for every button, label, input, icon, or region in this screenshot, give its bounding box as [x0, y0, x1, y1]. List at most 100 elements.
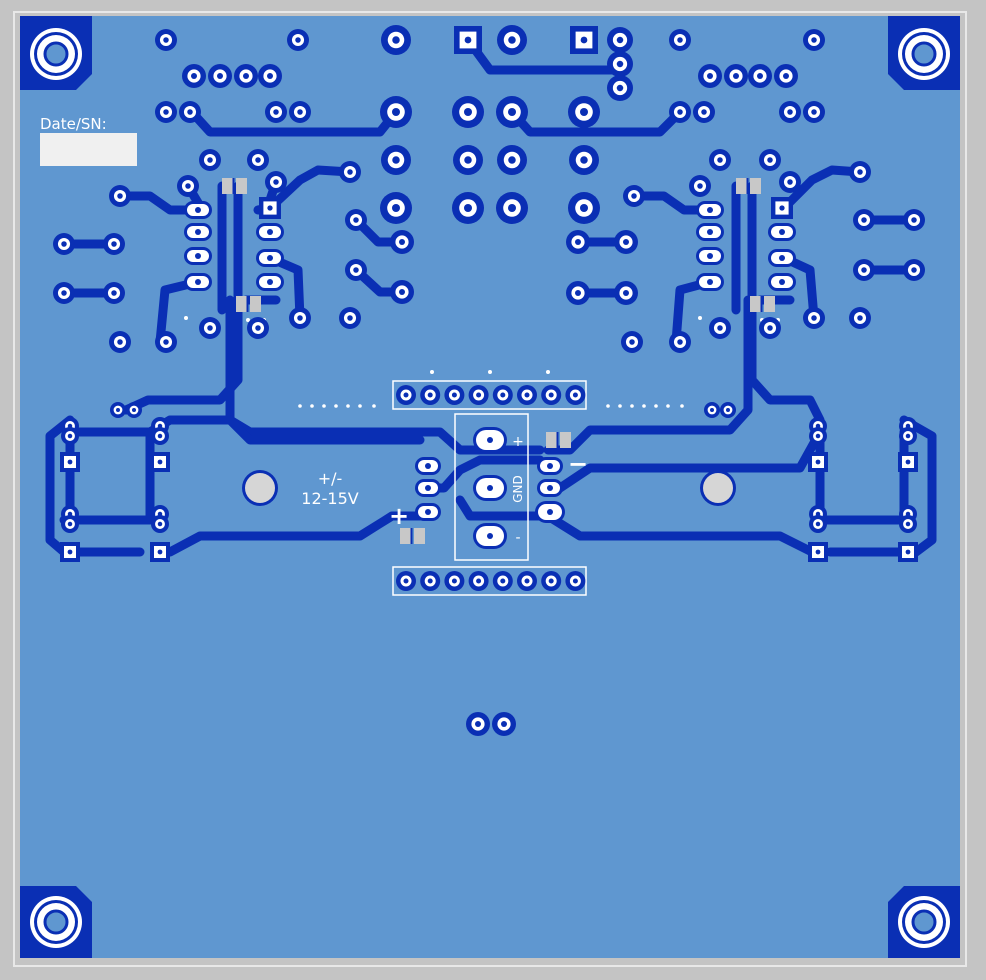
pad-hole	[255, 325, 261, 331]
pad-hole	[779, 279, 785, 285]
pad-hole	[857, 315, 863, 321]
pad-hole	[726, 408, 730, 412]
pad-hole	[111, 241, 117, 247]
pad-hole	[392, 36, 400, 44]
pad-hole	[157, 521, 163, 527]
pad-hole	[476, 392, 482, 398]
pad-hole	[207, 325, 213, 331]
smd-resistor-pad[interactable]	[250, 296, 261, 312]
date-sn-write-box[interactable]	[40, 133, 137, 166]
mounting-hole-bottom-left[interactable]	[30, 896, 82, 948]
smd-resistor-pad[interactable]	[236, 178, 247, 194]
pad-hole	[710, 408, 714, 412]
pad-hole	[787, 109, 793, 115]
top-header-outline	[392, 380, 587, 410]
pad-hole	[707, 253, 713, 259]
pad-hole	[500, 392, 506, 398]
smd-resistor-pad[interactable]	[764, 296, 775, 312]
pad-hole	[267, 255, 273, 261]
pad-hole	[767, 325, 773, 331]
mounting-holes	[30, 28, 950, 948]
pad-hole	[425, 485, 431, 491]
smd-resistor-pad[interactable]	[750, 178, 761, 194]
pad-hole	[905, 549, 911, 555]
pad-hole	[267, 73, 273, 79]
smd-cap-pad[interactable]	[400, 528, 411, 544]
smd-resistor-pad[interactable]	[222, 178, 233, 194]
smd-resistor-pad[interactable]	[736, 178, 747, 194]
pad-hole	[195, 207, 201, 213]
pad-hole	[861, 267, 867, 273]
pad-hole	[163, 37, 169, 43]
pad-hole	[464, 108, 472, 116]
pad-hole	[508, 36, 516, 44]
pad-hole	[476, 578, 482, 584]
pad-hole	[464, 36, 472, 44]
pad-hole	[580, 156, 588, 164]
pad-hole	[427, 392, 433, 398]
pad-hole	[707, 207, 713, 213]
pad-hole	[117, 339, 123, 345]
pad-hole	[353, 217, 359, 223]
pad-hole	[779, 229, 785, 235]
smd-cap-pad[interactable]	[546, 432, 557, 448]
mounting-hole-bottom-right[interactable]	[898, 896, 950, 948]
smd-resistor-pad[interactable]	[750, 296, 761, 312]
pad-hole	[572, 578, 578, 584]
pad-hole	[707, 73, 713, 79]
pad-hole	[243, 73, 249, 79]
pad-hole	[580, 36, 588, 44]
pad-hole	[117, 193, 123, 199]
pad-hole	[267, 229, 273, 235]
pad-hole	[572, 392, 578, 398]
pad-hole	[623, 239, 629, 245]
pad-hole	[353, 267, 359, 273]
smd-resistor-pad[interactable]	[236, 296, 247, 312]
pad-hole	[815, 521, 821, 527]
pad-hole	[905, 433, 911, 439]
pad-hole	[295, 37, 301, 43]
pad-hole	[157, 459, 163, 465]
pad-hole	[487, 485, 493, 491]
cap-minus-mark: −	[568, 450, 588, 478]
pad-hole	[399, 239, 405, 245]
mounting-hole-top-left[interactable]	[30, 28, 82, 80]
pad-hole	[707, 279, 713, 285]
pad-hole	[267, 205, 273, 211]
pad-hole	[61, 290, 67, 296]
pad-hole	[392, 108, 400, 116]
pad-hole	[508, 204, 516, 212]
connector-gnd-label: GND	[511, 475, 525, 503]
mounting-hole-top-right[interactable]	[898, 28, 950, 80]
pad-hole	[857, 169, 863, 175]
pad-hole	[905, 521, 911, 527]
pad-hole	[547, 463, 553, 469]
pad-hole	[403, 392, 409, 398]
pad-hole	[347, 169, 353, 175]
pad-hole	[631, 193, 637, 199]
smd-cap-pad[interactable]	[414, 528, 425, 544]
pads-layer	[53, 25, 925, 736]
pad-hole	[757, 73, 763, 79]
pad-hole	[191, 73, 197, 79]
smd-cap-pad[interactable]	[560, 432, 571, 448]
pad-hole	[508, 156, 516, 164]
pad-hole	[779, 205, 785, 211]
pad-hole	[451, 392, 457, 398]
pad-hole	[501, 721, 507, 727]
pad-hole	[255, 157, 261, 163]
bottom-header-outline	[392, 566, 587, 596]
pad-hole	[547, 509, 553, 515]
pad-hole	[733, 73, 739, 79]
board-outline	[13, 11, 967, 967]
pad-hole	[61, 241, 67, 247]
pad-hole	[677, 37, 683, 43]
pad-hole	[67, 459, 73, 465]
pad-hole	[425, 463, 431, 469]
pad-hole	[548, 392, 554, 398]
pad-hole	[677, 339, 683, 345]
pad-hole	[67, 549, 73, 555]
pad-hole	[547, 485, 553, 491]
pad-hole	[616, 36, 624, 44]
